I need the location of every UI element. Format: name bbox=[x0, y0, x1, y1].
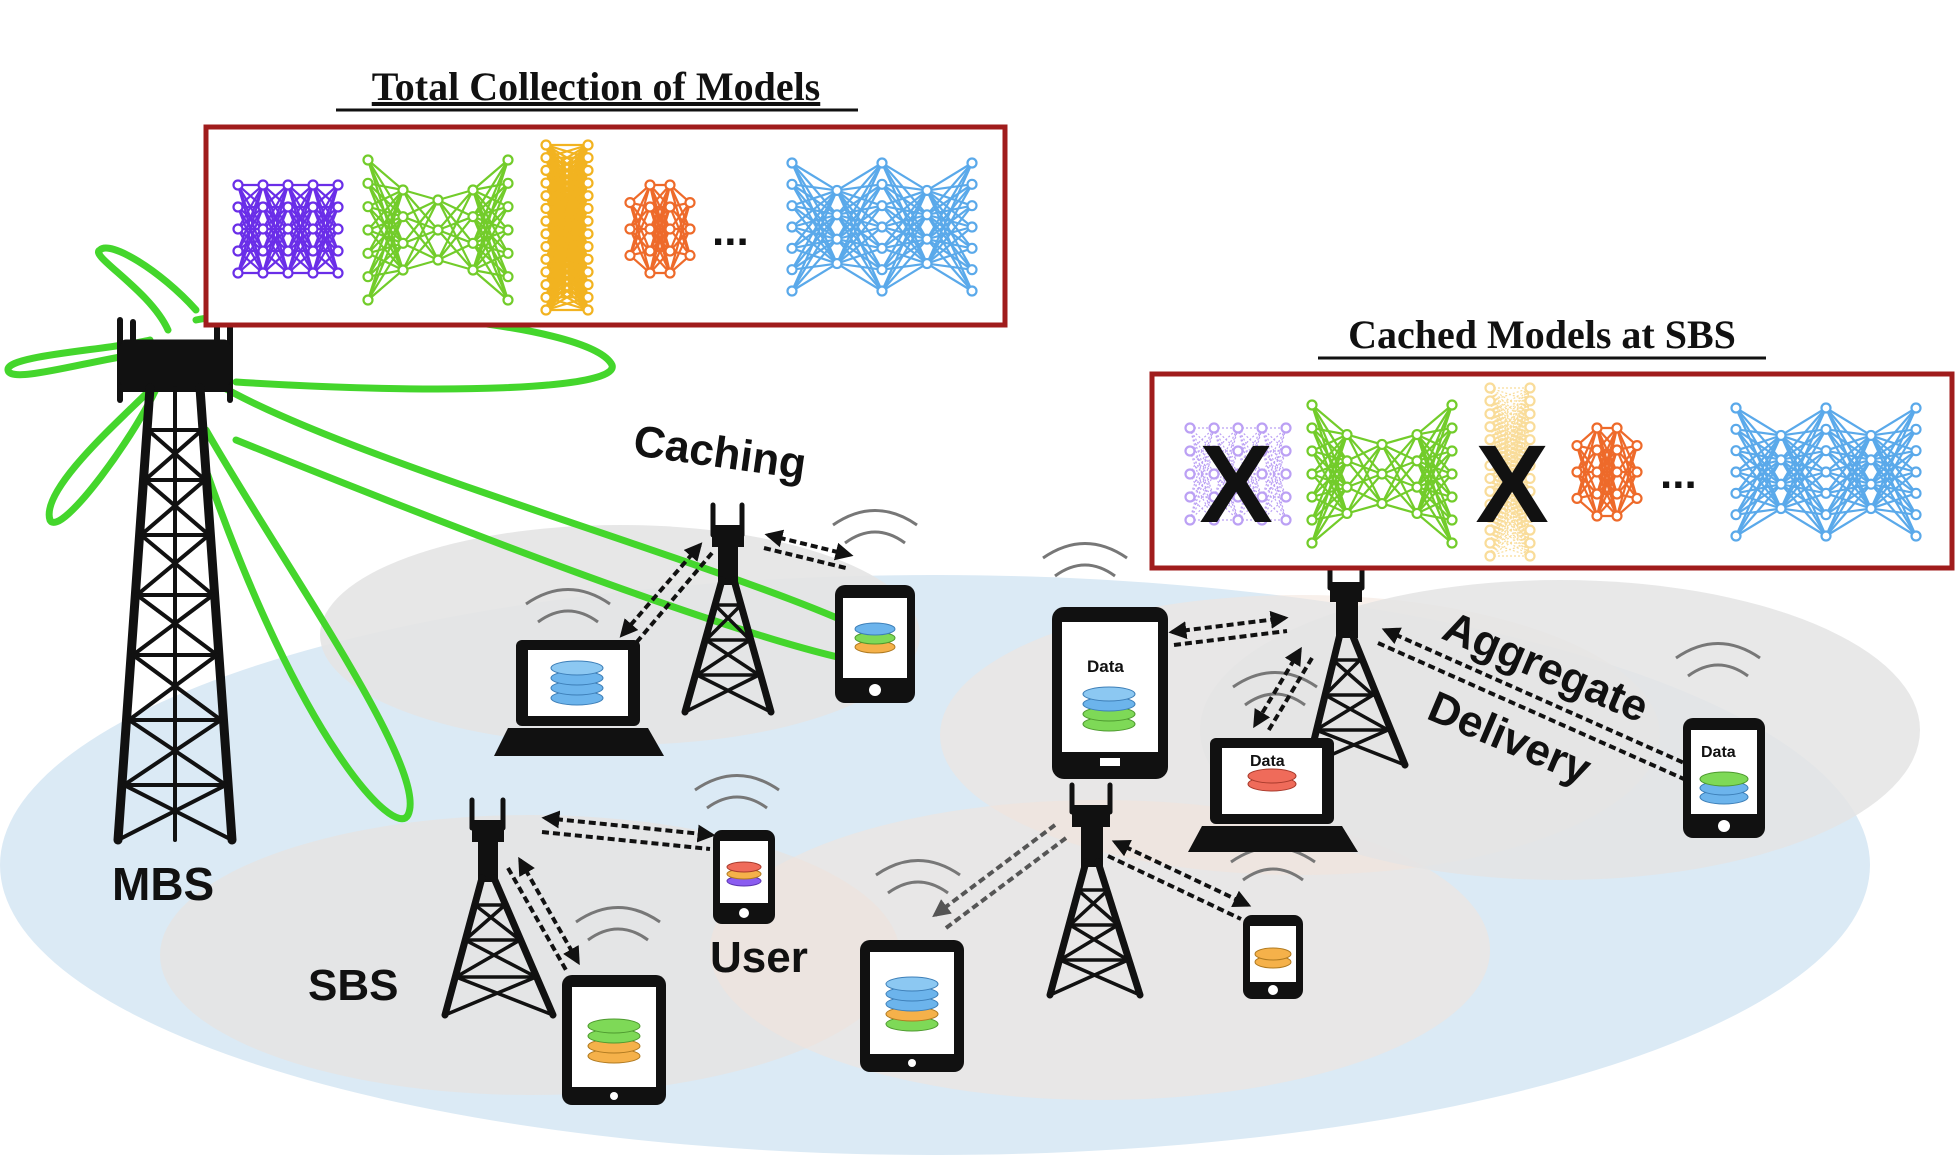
phone-device-2 bbox=[1243, 915, 1303, 999]
neural-net-icon bbox=[1484, 382, 1536, 562]
neural-net-icon bbox=[362, 154, 514, 306]
data-label: Data bbox=[1087, 657, 1124, 676]
sbs-tower-icon-1 bbox=[681, 502, 775, 716]
user-label: User bbox=[710, 933, 808, 982]
neural-net-icon bbox=[1184, 422, 1292, 526]
neural-net-icon bbox=[1571, 422, 1643, 522]
removed-model-cross: X bbox=[1199, 423, 1272, 546]
cached-model-row bbox=[1184, 382, 1922, 562]
mbs-label: MBS bbox=[112, 858, 214, 910]
sbs-label: SBS bbox=[308, 961, 398, 1010]
neural-net-icon bbox=[540, 139, 594, 316]
removed-model-cross: X bbox=[1475, 423, 1548, 546]
neural-net-icon bbox=[624, 179, 696, 279]
database-icon bbox=[550, 660, 604, 706]
laptop-device-data: Data bbox=[1188, 738, 1358, 852]
mbs-tower-icon bbox=[113, 317, 237, 845]
neural-net-icon bbox=[1306, 399, 1458, 549]
caching-label: Caching bbox=[631, 416, 810, 489]
total-model-row bbox=[232, 139, 978, 316]
tablet-device-data: Data bbox=[1052, 607, 1168, 779]
laptop-device-1 bbox=[494, 640, 664, 756]
phone-device-1 bbox=[835, 585, 915, 703]
user-phone-device bbox=[713, 830, 775, 924]
data-label: Data bbox=[1701, 744, 1736, 761]
total-collection-title: Total Collection of Models bbox=[372, 64, 821, 109]
neural-net-icon bbox=[786, 157, 978, 297]
data-label: Data bbox=[1250, 753, 1285, 770]
neural-net-icon bbox=[232, 179, 344, 279]
sbs-tower-icon-3 bbox=[1046, 782, 1144, 999]
phone-device-data: Data bbox=[1683, 718, 1765, 838]
cached-models-title: Cached Models at SBS bbox=[1348, 312, 1736, 357]
ellipsis-label: ... bbox=[712, 206, 749, 255]
tablet-device-2 bbox=[860, 940, 964, 1072]
link-arrows bbox=[506, 529, 1704, 971]
neural-net-icon bbox=[1730, 402, 1922, 542]
tablet-device-1 bbox=[562, 975, 666, 1105]
ellipsis-label: ... bbox=[1660, 449, 1697, 498]
